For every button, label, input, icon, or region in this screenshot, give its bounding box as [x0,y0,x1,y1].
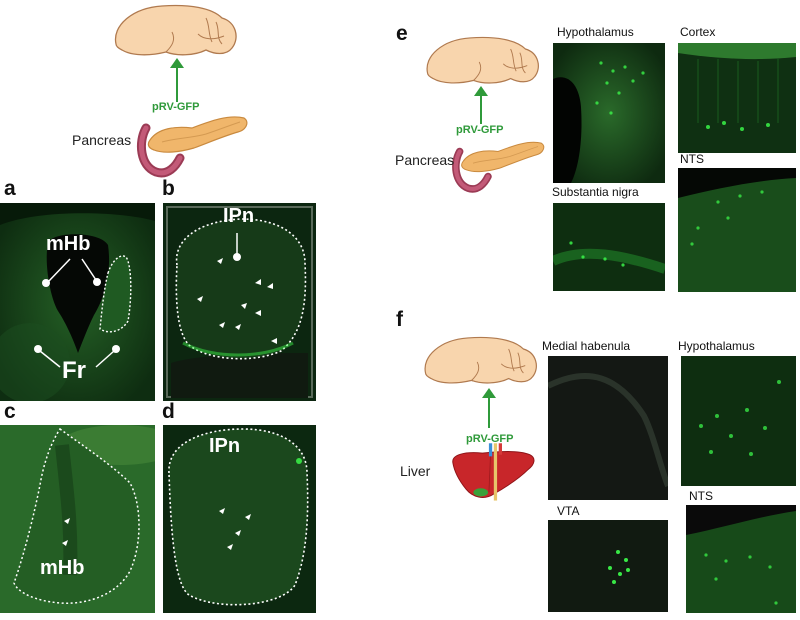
brain-icon [110,0,240,62]
micrograph-e-hypothalamus [553,43,665,183]
mhb-label-c: mHb [40,557,85,579]
caption-nts-e: NTS [680,152,704,166]
micrograph-b-image [163,203,316,401]
micrograph-a: mHb Fr [0,203,155,401]
mhb-pointers [34,258,120,368]
micrograph-e-cortex-image [678,43,796,153]
ipn-pointer [233,233,241,261]
panel-label-b: b [162,177,175,200]
caption-hypothalamus-f: Hypothalamus [678,339,755,353]
micrograph-f-hypothalamus [681,356,796,486]
panel-label-e: e [396,22,408,45]
liver-icon [448,443,538,509]
diagram-f: pRV-GFP Liver [400,330,550,505]
top-diagram: pRV-GFP Pancreas [60,0,260,175]
virus-label: pRV-GFP [152,101,200,113]
caption-hypothalamus-e: Hypothalamus [557,25,634,39]
micrograph-f-vta [548,520,668,612]
caption-substantia-nigra-e: Substantia nigra [552,185,639,199]
brain-icon-e [422,32,542,90]
micrograph-e-cortex [678,43,796,153]
micrograph-e-nts-image [678,168,796,292]
up-arrow-icon [170,58,184,102]
caption-vta-f: VTA [557,504,580,518]
micrograph-e-nts [678,168,796,292]
virus-label-f: pRV-GFP [466,433,514,445]
micrograph-d: IPn [163,425,316,613]
up-arrow-icon-e [474,86,488,124]
mhb-label: mHb [46,233,91,255]
up-arrow-icon-f [482,388,496,428]
virus-label-e: pRV-GFP [456,124,504,136]
pancreas-icon [132,108,252,178]
micrograph-e-substantia-nigra-image [553,203,665,291]
panel-label-f: f [396,308,403,331]
micrograph-f-hypothalamus-image [681,356,796,486]
micrograph-c-image [0,425,155,613]
fr-label: Fr [62,357,86,384]
micrograph-e-hypothalamus-image [553,43,665,183]
micrograph-a-image [0,203,155,401]
organ-label-f: Liver [400,463,431,479]
ipn-label: IPn [223,205,255,227]
panel-label-d: d [162,400,175,423]
diagram-e: pRV-GFP Pancreas [390,30,550,200]
caption-medial-habenula-f: Medial habenula [542,339,631,353]
micrograph-f-vta-image [548,520,668,612]
panel-label-c: c [4,400,16,423]
micrograph-f-medial-habenula-image [548,356,668,500]
micrograph-b: IPn [163,203,316,401]
brain-icon-f [420,332,540,390]
micrograph-f-nts-image [686,505,796,613]
micrograph-c: mHb [0,425,155,613]
panel-label-a: a [4,177,16,200]
micrograph-d-image [163,425,316,613]
caption-nts-f: NTS [689,489,713,503]
pancreas-icon-e [448,134,548,194]
micrograph-f-nts [686,505,796,613]
organ-label-e: Pancreas [395,152,455,168]
caption-cortex-e: Cortex [680,25,716,39]
organ-label: Pancreas [72,132,132,148]
micrograph-f-medial-habenula [548,356,668,500]
micrograph-e-substantia-nigra [553,203,665,291]
ipn-label-d: IPn [209,435,241,457]
